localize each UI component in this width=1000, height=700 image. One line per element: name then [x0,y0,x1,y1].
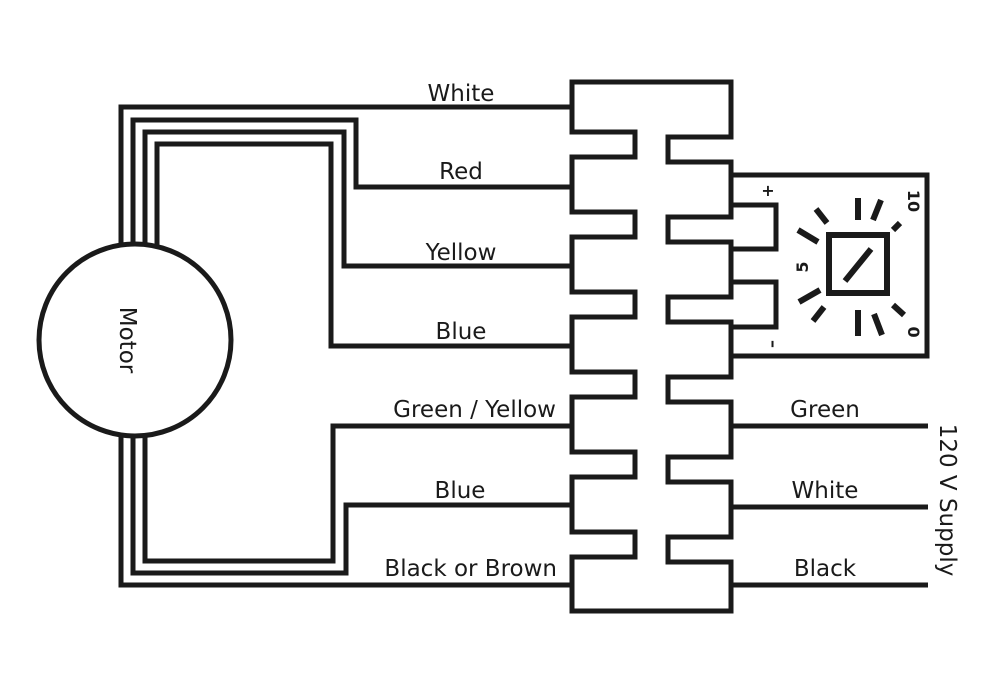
dial-tick [870,198,884,222]
supply-label: 120 V Supply [934,424,960,577]
label-supply-black: Black [794,556,857,582]
label-red: Red [439,159,483,185]
label-blue-top: Blue [436,319,487,345]
speed-selector-minus-lead [733,279,779,330]
dial-tick [813,207,830,225]
dial-tick [810,305,827,323]
label-supply-white: White [792,478,859,504]
plus-sign: + [761,181,774,200]
dial-tick [871,312,885,337]
wire-blue-bottom [130,435,572,576]
dial-label-min: 0 [904,326,923,337]
wire-blue-top [154,141,572,349]
dial-label-max: 10 [904,190,923,212]
terminal-block [569,79,734,614]
label-black-or-brown: Black or Brown [384,556,557,582]
speed-selector-plus-lead [733,202,779,252]
wire-yellow [142,129,572,269]
label-blue-bottom: Blue [435,478,486,504]
motor-label: Motor [114,307,140,374]
wire-green-yellow [142,423,572,564]
dial-knob [826,232,890,296]
label-white: White [428,81,495,107]
dial-tick [796,227,820,245]
wire-black-or-brown [118,435,572,588]
minus-sign: – [764,340,783,348]
speed-dial: 10 5 0 [793,190,923,338]
dial-ticks [796,198,907,337]
dial-tick [797,287,822,305]
dial-pointer [842,247,874,283]
label-yellow: Yellow [425,240,497,266]
wire-white [118,104,572,245]
dial-tick [890,302,907,318]
dial-tick [890,220,903,233]
speed-selector-box [733,172,930,359]
label-supply-green: Green [790,397,860,423]
wire-red [130,117,572,245]
dial-label-mid: 5 [793,261,812,272]
label-green-yellow: Green / Yellow [393,397,556,423]
